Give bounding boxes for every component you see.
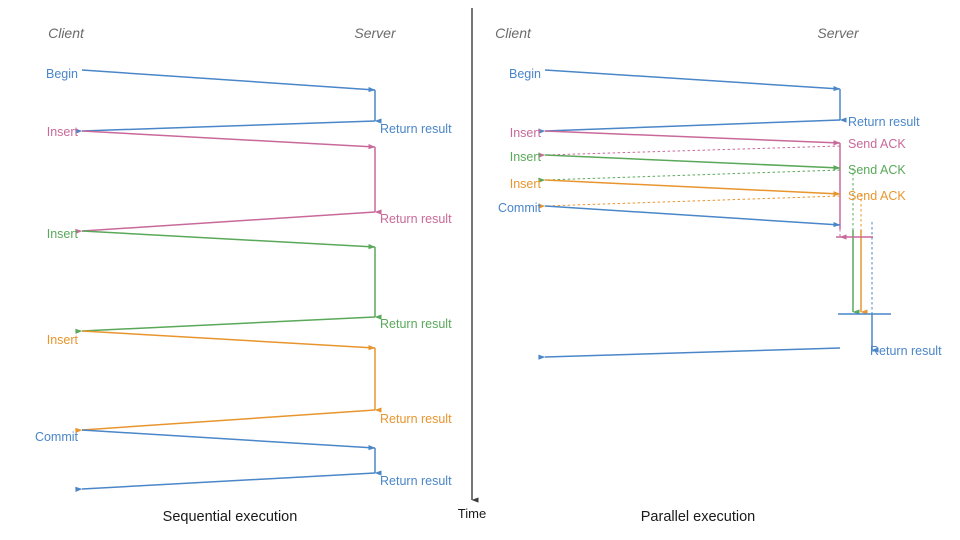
message-label-par-insert3: Insert xyxy=(510,177,542,191)
message-arrow-par-insert1 xyxy=(544,130,841,146)
message-label-par-ack1: Send ACK xyxy=(848,137,906,151)
message-lines-layer xyxy=(75,8,891,503)
message-label-par-insert2: Insert xyxy=(510,150,542,164)
message-label-par-final-ret: Return result xyxy=(870,344,942,358)
message-arrow-seq-insert1 xyxy=(81,130,376,150)
lane-header-client: Client xyxy=(48,25,85,41)
message-arrow-seq-insert3 xyxy=(81,330,376,351)
message-label-seq-begin-ret: Return result xyxy=(380,122,452,136)
message-arrow-par-ack1 xyxy=(538,145,841,158)
message-arrow-seq-begin-ret xyxy=(75,120,376,134)
message-arrow-seq-insert3-ret xyxy=(75,409,376,434)
message-arrow-seq-insert1-ret xyxy=(75,211,376,235)
message-label-seq-insert2-ret: Return result xyxy=(380,317,452,331)
lane-header-server: Server xyxy=(817,25,860,41)
message-arrow-par-final-ret xyxy=(538,347,841,360)
message-label-seq-begin: Begin xyxy=(46,67,78,81)
message-arrow-par-ack2 xyxy=(538,169,841,183)
message-arrow-par-insert3 xyxy=(544,179,841,197)
message-arrow-seq-insert2-ret xyxy=(75,316,376,334)
message-arrow-seq-begin xyxy=(81,69,376,93)
message-arrow-par-begin xyxy=(544,69,841,92)
message-label-par-begin-ret: Return result xyxy=(848,115,920,129)
message-arrow-seq-commit xyxy=(81,429,376,451)
message-label-seq-commit: Commit xyxy=(35,430,79,444)
message-arrow-par-ack3 xyxy=(538,195,841,209)
message-arrow-par-begin-ret xyxy=(538,119,841,134)
message-arrow-seq-insert2 xyxy=(81,230,376,250)
message-label-par-commit: Commit xyxy=(498,201,542,215)
time-axis-label: Time xyxy=(458,506,486,521)
message-label-par-ack3: Send ACK xyxy=(848,189,906,203)
panel-caption-sequential: Sequential execution xyxy=(163,509,298,525)
message-label-par-ack2: Send ACK xyxy=(848,163,906,177)
message-label-par-begin: Begin xyxy=(509,67,541,81)
message-label-seq-insert3-ret: Return result xyxy=(380,412,452,426)
message-label-seq-insert1: Insert xyxy=(47,125,79,139)
message-label-seq-insert3: Insert xyxy=(47,333,79,347)
message-label-seq-insert1-ret: Return result xyxy=(380,212,452,226)
message-label-par-insert1: Insert xyxy=(510,126,542,140)
message-label-seq-insert2: Insert xyxy=(47,227,79,241)
lane-header-client: Client xyxy=(495,25,532,41)
message-arrow-par-commit xyxy=(544,205,841,228)
message-arrow-par-insert2 xyxy=(544,154,841,171)
message-label-seq-commit-ret: Return result xyxy=(380,474,452,488)
lane-header-server: Server xyxy=(354,25,397,41)
panel-caption-parallel: Parallel execution xyxy=(641,509,755,525)
message-arrow-seq-commit-ret xyxy=(75,472,376,492)
